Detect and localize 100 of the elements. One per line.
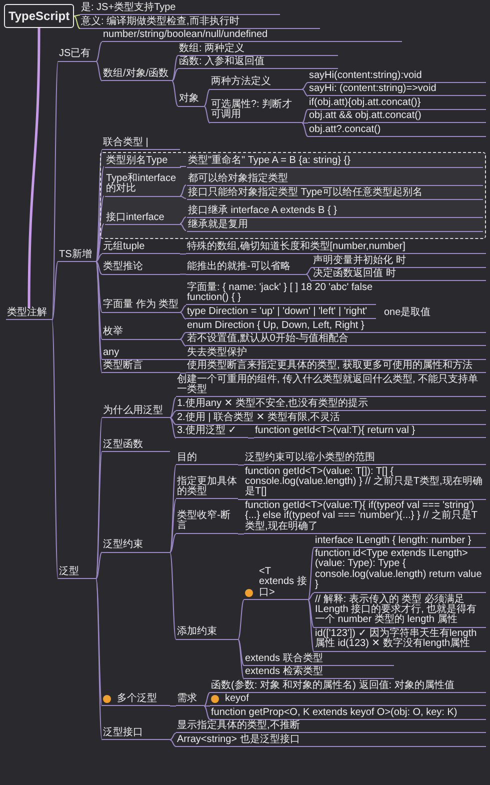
topic-underline [210,694,486,706]
topic-text: 两种方法定义 [211,77,271,88]
topic-underline [176,426,248,438]
topic-underline [176,399,486,412]
branch-line [308,599,314,652]
topic-text: 数组/对象/函数 [103,68,169,80]
topic-underline [6,308,52,320]
topic-text: 声明变量并初始化 时 [313,256,406,266]
topic-text: id(['123']) ✓ 因为字符串天生有length属性 id(123) ✕ 数字没有length属性 [315,629,478,650]
topic-text: any [103,348,120,358]
topic-text: 1.使用any ✕ 类型不安全,也没有类型的提示 [177,399,368,410]
branch-line [308,599,314,628]
topic-text: 接口只能给对象指定类型 Type可以给任意类型起别名 [188,188,422,198]
topic-text: 数组: 两种定义 [179,44,245,54]
branch-line [302,88,308,96]
branch-line [96,261,102,313]
topic-underline [102,242,180,254]
branch-line [302,122,308,124]
branch-line [308,592,314,600]
branch-line [238,638,244,680]
topic-text: 类型收窄-断言 [177,511,232,532]
topic-text: 多个泛型 [117,694,157,704]
branch-line [170,397,176,418]
topic-text: 类型推论 [103,262,143,273]
branch-line [96,261,102,340]
branch-line [170,739,176,747]
topic-underline [244,654,394,666]
branch-line [96,60,102,82]
branch-line [170,534,176,553]
topic-text: 能推出的就推-可以省略 [187,262,290,273]
topic-text: 泛型约束可以缩小类型的范围 [245,453,375,464]
topic-text: 都可以给对象指定类型 [188,174,288,184]
topic-underline [254,426,486,438]
branch-line [302,109,308,124]
topic-text: Array<string> 也是泛型接口 [177,734,300,745]
topic-underline [105,156,181,168]
branch-line [180,338,186,346]
topic-text: 2.使用 | 联合类型 ✕ 类型有限,不灵活 [177,412,340,423]
topic-underline [80,3,280,16]
topic-underline [102,30,402,42]
topic-underline [244,453,486,466]
branch-line [170,410,176,418]
topic-underline [178,57,338,70]
topic-underline [187,188,483,200]
topic-underline [186,262,306,275]
topic-text: 添加约束 [177,627,217,638]
topic-text: 联合类型 | [103,138,148,148]
topic-underline [187,206,483,218]
branch-line [180,223,186,231]
topic-text: 3.使用泛型 ✓ [177,426,236,436]
topic-text: 可选属性?: 判断才可调用 [211,100,294,121]
branch-line [96,254,102,262]
branch-line [172,68,178,82]
branch-line [170,464,176,553]
branch-line [96,150,102,262]
topic-underline [210,77,302,90]
topic-text: 泛型函数 [103,440,143,450]
beside-note: one是取值 [384,308,431,318]
topic-underline [176,627,238,640]
branch-line [170,732,176,740]
branch-line [52,320,58,580]
topic-text: 为什么用泛型 [103,406,163,416]
branch-line [302,82,308,90]
branch-line [96,578,102,740]
topic-underline [176,694,204,706]
topic-text: function getId<T>(value: T[]): T[] { console.log(value.length) } // 之前只是T类型,现在明确是T[] [245,466,484,498]
topic-text: 接口interface [106,212,164,224]
topic-text: 若不设置值,默认从0开始-与值相配合 [187,334,349,344]
topic-text: function getId<T>(val:T){ return val } [255,426,416,436]
topic-underline [308,98,486,110]
topic-text: sayHi: (content:string)=>void [309,84,436,94]
topic-text: 意义: 编译期做类型检查,而非执行时 [81,16,240,27]
topic-underline [308,111,486,124]
topic-text: 泛型接口 [103,728,143,738]
branch-line [180,196,186,199]
topic-underline [210,680,486,693]
topic-text: number/string/boolean/null/undefined [103,30,268,40]
topic-underline [176,453,238,466]
topic-underline [102,440,170,452]
branch-line [96,261,102,275]
topic-text: type Direction = 'up' | 'down' | 'left' | 'right' [187,307,368,318]
topic-underline [58,566,96,580]
topic-text: 目的 [177,453,197,464]
branch-line [180,216,186,224]
branch-line [302,122,308,137]
topic-underline [178,44,338,56]
branch-line [308,547,314,600]
topic-text: 类型注解 [7,308,47,318]
topic-text: 使用类型断言来指定更具体的类型, 获取更多可使用的属性和方法 [187,361,473,372]
topic-text: if(obj.att){obj.att.concat()} [309,98,421,108]
topic-text: extends 联合类型 [245,654,323,664]
topic-underline [102,694,170,706]
topic-text: TypeScript [8,9,70,23]
topic-text: TS新增 [59,250,92,260]
topic-underline [102,361,180,374]
topic-text: 字面量: { name: 'jack' } [ ] 18 20 'abc' false function() { } [187,282,374,304]
branch-line [170,417,176,438]
topic-text: 元组tuple [103,242,145,252]
branch-line [306,267,312,275]
branch-line [180,166,186,167]
